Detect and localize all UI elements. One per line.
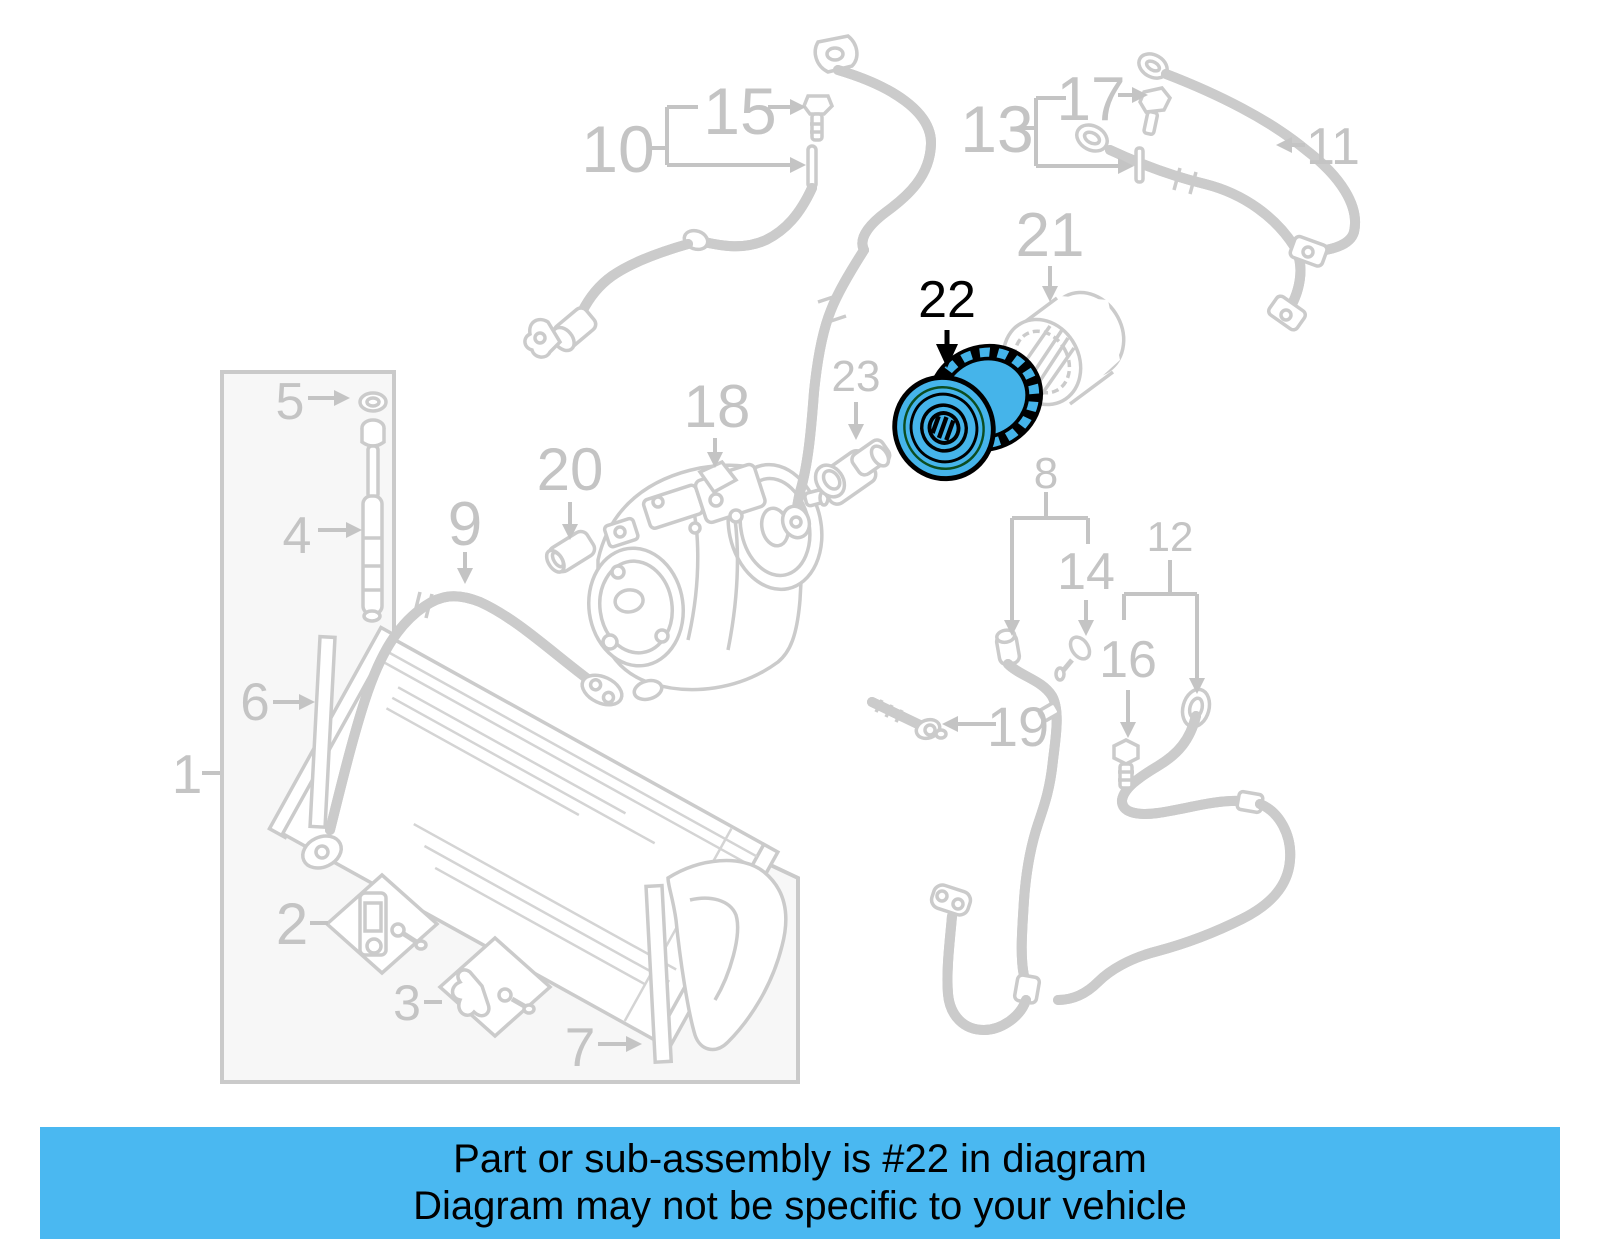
callout-label-21: 21 <box>1016 201 1085 270</box>
callout-13: 13 <box>960 92 1134 174</box>
callout-1: 1 <box>172 743 220 805</box>
callout-10: 10 <box>581 105 806 186</box>
callout-4: 4 <box>283 507 362 565</box>
spacer-23 <box>813 438 892 506</box>
callout-label-11: 11 <box>1306 118 1360 176</box>
callout-label-8: 8 <box>1034 449 1058 498</box>
callout-23: 23 <box>832 352 881 440</box>
callout-label-1: 1 <box>172 743 203 805</box>
pulley-face <box>892 374 996 482</box>
highlighted-part-22: 22 <box>892 271 1044 482</box>
diagram-note-banner: Part or sub-assembly is #22 in diagram D… <box>40 1127 1560 1239</box>
callout-14: 14 <box>1057 543 1115 636</box>
callout-label-4: 4 <box>283 507 312 565</box>
callout-label-22: 22 <box>918 271 976 329</box>
callout-label-5: 5 <box>276 373 305 431</box>
bracket-kit-2 <box>324 872 440 976</box>
hose-assembly-right <box>929 628 1290 1036</box>
callout-12: 12 <box>1122 513 1205 694</box>
callouts: 1 2 3 4 5 6 7 8 <box>172 65 1360 1078</box>
callout-3: 3 <box>393 975 442 1031</box>
callout-label-12: 12 <box>1147 513 1194 560</box>
condenser-bracket <box>666 858 788 1052</box>
callout-label-2: 2 <box>276 892 308 957</box>
callout-label-20: 20 <box>537 436 604 503</box>
callout-15: 15 <box>703 74 806 148</box>
callout-label-23: 23 <box>832 352 881 401</box>
desiccant-stick-4 <box>360 418 386 623</box>
bushing-20 <box>544 529 597 574</box>
callout-label-14: 14 <box>1057 543 1115 601</box>
callout-label-6: 6 <box>240 673 269 732</box>
callout-7: 7 <box>565 1016 642 1078</box>
compressor-drawing <box>586 459 830 702</box>
callout-21: 21 <box>1016 201 1085 302</box>
pipe-assembly-13 <box>1075 52 1355 332</box>
callout-19: 19 <box>942 695 1049 758</box>
coupling-sleeve-21 <box>1001 290 1126 407</box>
callout-label-15: 15 <box>703 74 776 148</box>
callout-label-19: 19 <box>987 695 1049 758</box>
callout-label-3: 3 <box>393 975 421 1031</box>
callout-9: 9 <box>448 490 482 584</box>
banner-line-2: Diagram may not be specific to your vehi… <box>413 1184 1187 1228</box>
callout-17: 17 <box>1057 65 1148 134</box>
callout-label-16: 16 <box>1099 631 1157 689</box>
callout-22: 22 <box>918 271 976 368</box>
callout-16: 16 <box>1099 631 1157 738</box>
callout-8: 8 <box>1004 449 1090 636</box>
seal-strip-7 <box>644 883 674 1065</box>
suction-hose-9 <box>301 592 624 870</box>
callout-5: 5 <box>276 373 350 431</box>
callout-2: 2 <box>276 892 328 957</box>
callout-label-9: 9 <box>448 490 482 559</box>
bracket-kit-3 <box>437 935 553 1039</box>
banner-line-1: Part or sub-assembly is #22 in diagram <box>453 1137 1147 1181</box>
callout-label-13: 13 <box>960 92 1033 166</box>
hose-assembly-10 <box>523 34 931 540</box>
grommet-5 <box>358 391 388 413</box>
callout-label-10: 10 <box>581 112 654 186</box>
callout-11: 11 <box>1276 118 1360 176</box>
callout-label-7: 7 <box>565 1016 596 1078</box>
callout-20: 20 <box>537 436 604 540</box>
callout-label-17: 17 <box>1057 65 1126 134</box>
callout-18: 18 <box>684 373 751 468</box>
callout-label-18: 18 <box>684 373 751 440</box>
seal-strip-6 <box>308 634 337 829</box>
bolt-19 <box>867 697 948 741</box>
callout-6: 6 <box>240 673 315 732</box>
